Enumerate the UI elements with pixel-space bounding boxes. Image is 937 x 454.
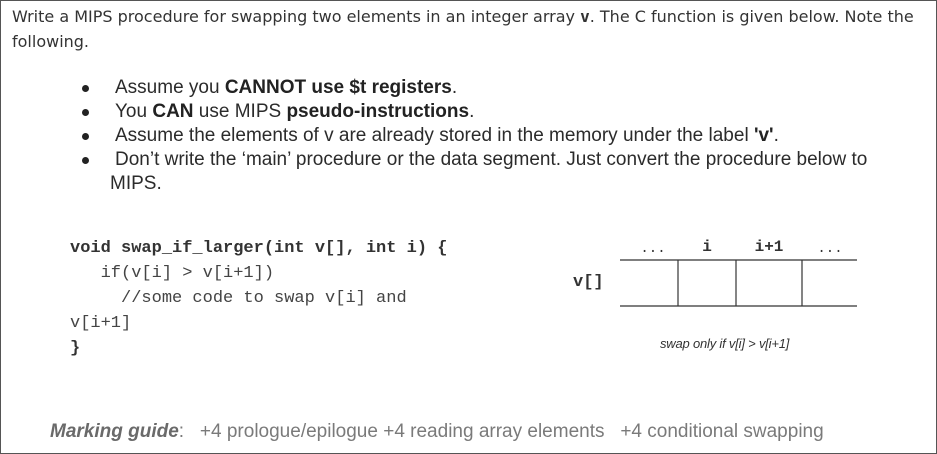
code-line: v[i+1] [70,314,132,333]
code-line: if(v[i] > v[i+1]) [70,264,275,283]
bullet-text: You [115,101,153,122]
bullet-bold-text: 'v' [753,125,774,146]
header-i-plus-1: i+1 [755,238,784,256]
bullet-text: Assume you [115,77,225,98]
marking-guide-colon: : [178,421,185,442]
header-ellipsis-right: ... [817,241,842,257]
marking-item: +4 conditional swapping [620,421,824,442]
code-line: } [70,339,81,358]
array-diagram: ... i i+1 ... [620,238,857,307]
bullet-icon [82,157,89,164]
header-ellipsis-left: ... [640,241,665,257]
bullet-bold-text: CANNOT use $t registers [224,77,452,98]
bullet-text: Assume the elements of v are already sto… [115,125,754,146]
bullet-icon [82,109,89,116]
array-label: v[] [573,273,604,292]
list-item: Assume you CANNOT use $t registers. [0,76,930,100]
bullet-text: use MIPS [193,101,287,122]
bullet-icon [82,133,89,140]
bullet-text: Don’t write the ‘main’ procedure or the … [115,149,868,170]
header-i: i [702,238,712,256]
diagram-caption: swap only if v[i] > v[i+1] [660,336,790,351]
marking-item: +4 prologue/epilogue [199,421,378,442]
marking-item: +4 reading array elements [383,421,605,442]
bullet-icon [82,85,89,92]
question-intro: Write a MIPS procedure for swapping two … [12,4,927,54]
code-line: //some code to swap v[i] and [70,289,407,308]
bullet-text-continued: MIPS. [110,173,162,194]
bullet-bold-text: pseudo-instructions [286,101,470,122]
list-item: Don’t write the ‘main’ procedure or the … [0,148,930,196]
intro-array-name: v [580,7,590,26]
intro-text-1: Write a MIPS procedure for swapping two … [12,7,581,26]
bullet-text: . [469,101,475,122]
intro-text-2: . The C function is given below. Note th… [12,7,914,51]
bullet-text: . [451,77,458,98]
assumptions-list: Assume you CANNOT use $t registers. You … [0,76,930,196]
bullet-bold-text: CAN [152,101,194,122]
list-item: Assume the elements of v are already sto… [0,124,930,148]
marking-guide: Marking guide: +4 prologue/epilogue +4 r… [50,421,824,443]
c-function-code: void swap_if_larger(int v[], int i) { if… [70,236,447,361]
code-line: void swap_if_larger(int v[], int i) { [70,239,448,258]
marking-guide-label: Marking guide [50,421,179,442]
bullet-text: . [773,125,779,146]
list-item: You CAN use MIPS pseudo-instructions. [0,100,930,124]
